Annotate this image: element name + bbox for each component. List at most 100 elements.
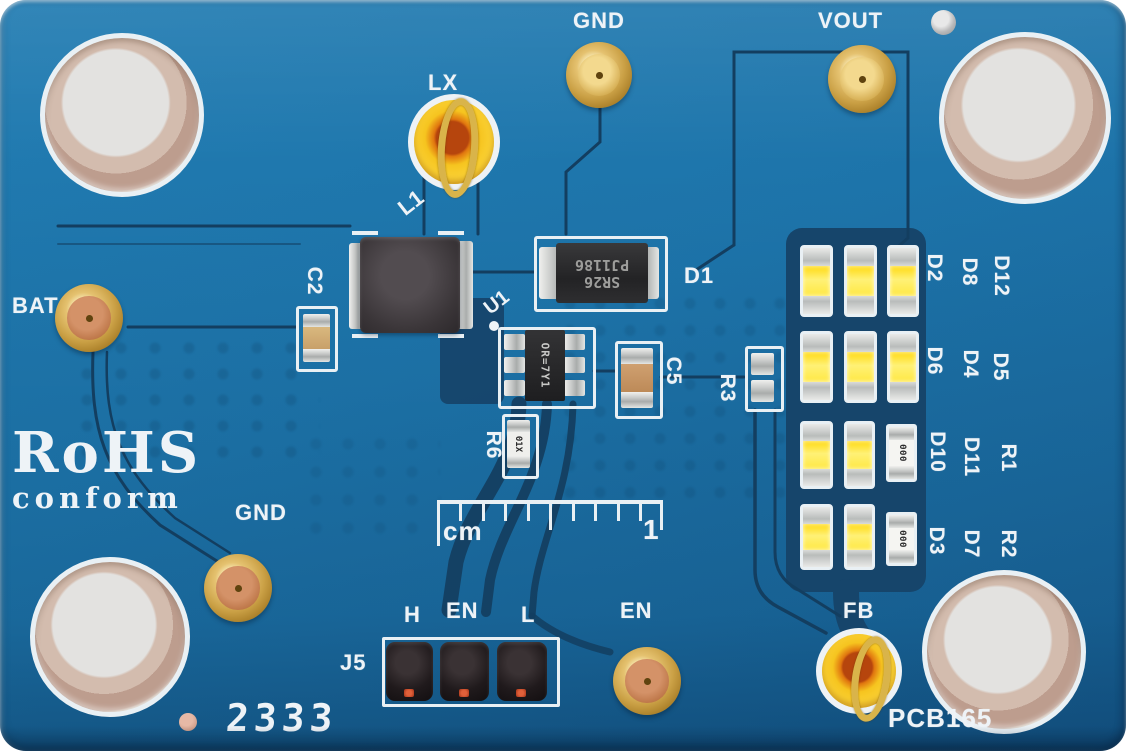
d1-label: D1 [684, 263, 715, 288]
led-d4-label: D4 [959, 349, 982, 379]
gnd-bottom-turret [204, 544, 296, 622]
jumper-pin-h-label: H [404, 602, 421, 627]
fb-test-point [822, 634, 896, 708]
c5-label: C5 [662, 356, 685, 386]
l1-silk-mark [438, 231, 464, 235]
u1-marking: OR=7Y1 [538, 342, 552, 389]
ruler-tick [660, 500, 663, 530]
j5-header-pin-en [440, 642, 489, 701]
vout-turret [828, 45, 896, 113]
resistor-r2: 000 [886, 512, 917, 566]
r6-silk-outline [502, 414, 539, 479]
led-d7 [844, 504, 875, 570]
led-d5 [887, 331, 919, 403]
r6-resistor-body: 01X [507, 420, 530, 468]
c5-silk-outline [615, 341, 663, 419]
led-d11-label: D11 [960, 436, 983, 478]
r3-pad [751, 380, 774, 402]
ruler-tick [504, 500, 507, 521]
ruler-tick [437, 500, 440, 546]
en-label: EN [620, 598, 653, 623]
led-d7-label: D7 [960, 529, 983, 559]
c5-capacitor-body [621, 348, 653, 408]
jumper-pin-en-label: EN [446, 598, 479, 623]
led-d11 [844, 421, 875, 489]
r6-marking: 01X [513, 435, 524, 453]
rohs-mark: RoHS conform [12, 424, 201, 514]
u1-pin [564, 380, 585, 396]
ruler-tick [639, 500, 642, 521]
c2-capacitor-body [303, 314, 330, 362]
ruler-tick [527, 500, 530, 521]
u1-ic-body: OR=7Y1 [525, 330, 565, 401]
c2-label: C2 [303, 266, 326, 296]
ruler-tick [459, 500, 462, 521]
turret-hole [644, 678, 652, 686]
c2-silk-outline [296, 306, 338, 372]
d1-silk-outline [534, 236, 668, 312]
u1-pin [564, 334, 585, 350]
led-d6 [800, 331, 833, 403]
j5-label: J5 [340, 650, 367, 675]
pin-reflection [516, 689, 526, 698]
board-edge-shadow [0, 726, 1126, 751]
led-d10-label: D10 [926, 431, 949, 473]
led-d2 [800, 245, 833, 317]
r1-marking: 000 [896, 444, 907, 462]
j5-silk-outline [382, 637, 560, 707]
mounting-hole-top-left [40, 33, 204, 197]
copper-texture [300, 430, 440, 540]
ruler-tick [617, 500, 620, 521]
u1-pin1-dot [489, 321, 499, 331]
led-d3 [800, 504, 833, 570]
j5-header-pin-h [386, 642, 433, 701]
r3-label: R3 [716, 373, 739, 403]
l1-silk-mark [352, 231, 378, 235]
turret-hole [235, 585, 243, 593]
turret-hole [859, 76, 867, 84]
gnd-top-label: GND [573, 8, 625, 33]
jumper-pin-l-label: L [521, 602, 536, 627]
ruler-tick [482, 500, 485, 521]
led-d5-label: D5 [989, 352, 1012, 382]
led-d4 [844, 331, 877, 403]
mounting-hole-bottom-left [30, 557, 190, 717]
r3-silk-outline [745, 346, 784, 412]
d1-marking-line1: PJ1186 [574, 256, 630, 274]
lx-test-point [414, 100, 494, 184]
pin-reflection [403, 689, 414, 698]
u1-pin [564, 357, 585, 373]
rohs-line2: conform [12, 481, 183, 515]
led-d12-label: D12 [990, 255, 1013, 297]
pin-reflection [458, 689, 469, 698]
ruler-end-label: 1 [643, 514, 660, 545]
ruler-tick [572, 500, 575, 521]
r3-pad [751, 353, 774, 375]
turret-hole [596, 72, 603, 79]
bat-label: BAT [12, 293, 59, 318]
l1-terminal-right [456, 241, 473, 329]
j5-header-pin-l [497, 642, 547, 701]
u1-silk-outline [498, 327, 596, 409]
ruler-tick [549, 500, 552, 530]
pcb-number: PCB165 [888, 703, 993, 733]
l1-inductor-body [360, 237, 460, 333]
ruler-tick [594, 500, 597, 521]
vout-label: VOUT [818, 8, 884, 33]
rohs-line1: RoHS [12, 420, 202, 486]
led-d6-label: D6 [923, 346, 946, 376]
led-d12 [887, 245, 919, 317]
l1-silk-mark [438, 334, 464, 338]
u1-pin [504, 334, 525, 350]
r2-marking: 000 [896, 530, 907, 548]
led-d2-label: D2 [923, 253, 946, 283]
gnd-top-turret [566, 42, 632, 108]
en-turret [613, 647, 681, 715]
u1-pin [504, 357, 525, 373]
d1-diode-body: SR26 PJ1186 [556, 243, 648, 303]
mounting-hole-bottom-right [922, 570, 1086, 734]
resistor-r2-label: R2 [997, 529, 1020, 559]
fb-label: FB [843, 598, 875, 623]
led-ground-plane [786, 228, 926, 592]
